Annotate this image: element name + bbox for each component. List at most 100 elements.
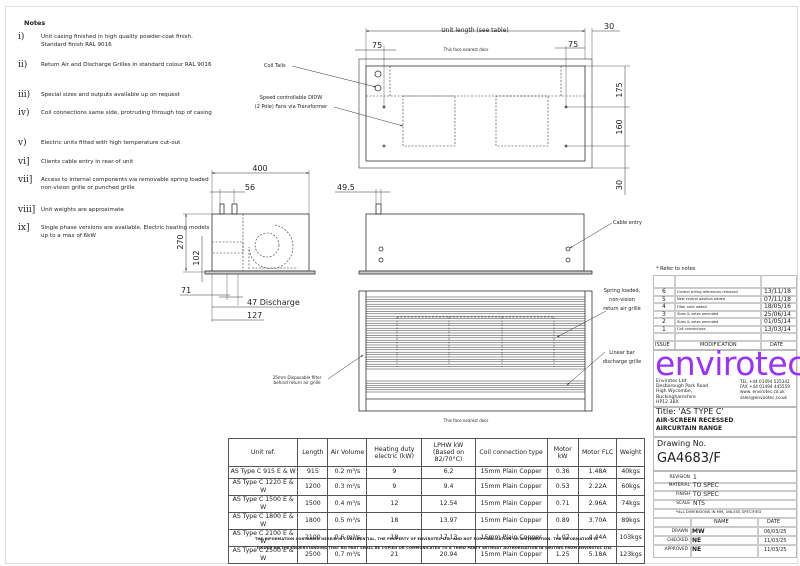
signoff-date: 11/03/25 xyxy=(764,538,787,544)
contact-line: TEL +44 01494 525342 xyxy=(740,379,790,384)
rev-header-issue: ISSUE xyxy=(655,342,670,348)
table-cell: 1.25 xyxy=(546,545,579,564)
rev-date: 13/11/18 xyxy=(764,288,791,295)
table-cell: AS Type C 1800 E & W xyxy=(227,511,299,530)
address-line: High Wycombe, xyxy=(656,389,693,395)
rev-header-date: DATE xyxy=(770,342,784,348)
rev-issue: 2 xyxy=(662,318,666,325)
table-cell: 9 xyxy=(366,477,423,496)
rear-elevation-view xyxy=(335,189,613,275)
return-grille-label-1: Spring loaded, xyxy=(604,288,641,294)
rev-row-line xyxy=(653,317,797,319)
dim-30-bottom: 30 xyxy=(615,180,624,190)
cable-entry-label: Cable entry xyxy=(613,220,642,226)
table-cell: 21 xyxy=(366,545,423,564)
table-cell: 12 xyxy=(366,494,423,513)
filter-label-1: 25mm Disposable filter xyxy=(273,375,322,380)
table-cell: 15mm Plain Copper xyxy=(474,545,548,564)
signoff-date: 11/03/25 xyxy=(764,547,787,553)
revision-label: REVISION xyxy=(669,475,691,480)
rev-date: 07/11/18 xyxy=(764,295,791,303)
rev-row-line xyxy=(653,302,797,304)
note-text: Unit casing finished in high quality pow… xyxy=(41,34,193,48)
note-number: vii] xyxy=(18,175,33,185)
title-block-frame xyxy=(653,275,797,558)
note-number: viii] xyxy=(18,205,36,215)
table-cell: 0.89 xyxy=(546,511,579,530)
finish-value: TO SPEC xyxy=(693,491,719,498)
refer-to-notes: * Refer to notes xyxy=(656,266,696,272)
rev-modification: Filter note added xyxy=(677,304,707,309)
divider xyxy=(653,499,797,501)
dim-75-right: 75 xyxy=(568,40,578,49)
signoff-role: CHECKED xyxy=(667,538,688,543)
address-line: Buckinghamshire xyxy=(656,394,696,400)
table-cell: 9 xyxy=(366,466,423,479)
table-cell: 2.22A xyxy=(577,477,618,496)
return-grille-label-2: non-vision xyxy=(609,297,635,303)
divider xyxy=(653,349,797,351)
side-view xyxy=(180,170,316,322)
note-number: iii) xyxy=(18,90,31,100)
dim-400: 400 xyxy=(252,164,267,173)
divider xyxy=(653,406,797,408)
table-cell: 0.53 xyxy=(546,477,579,496)
note-number: iv) xyxy=(18,108,30,118)
address-line: HP12 3BX xyxy=(656,399,679,405)
divider xyxy=(653,544,797,546)
rev-issue: 5 xyxy=(662,295,666,303)
dim-175: 175 xyxy=(615,82,624,97)
front-face-nearest-door-label: This face nearest door xyxy=(443,418,489,423)
table-cell: 15mm Plain Copper xyxy=(474,494,548,513)
table-cell: 15mm Plain Copper xyxy=(474,511,548,530)
finish-label: FINISH xyxy=(675,492,690,497)
note-number: v) xyxy=(18,138,27,148)
rev-modification: Sizes & notes amended xyxy=(677,312,719,316)
col-line xyxy=(757,517,759,558)
fans-label-line2: (2 Pole) Fans via Transformer xyxy=(255,104,328,110)
filter-label-2: behind return air grille xyxy=(273,380,320,385)
table-cell: 13.97 xyxy=(421,511,476,530)
table-cell: 40kgs xyxy=(616,466,645,479)
divider xyxy=(653,490,797,492)
dim-127: 127 xyxy=(247,311,262,320)
divider xyxy=(653,470,797,472)
table-cell: 9.4 xyxy=(421,477,476,496)
table-cell: 18 xyxy=(366,511,423,530)
note-text: Single phase versions are available. Ele… xyxy=(41,225,210,239)
coil-tails-label: Coil Tails xyxy=(264,63,286,69)
unit-length-label: Unit length (see table) xyxy=(441,27,508,34)
table-cell: 6.2 xyxy=(421,466,476,479)
table-cell: 4.44A xyxy=(577,528,618,547)
discharge-grille-label-1: Linear bar xyxy=(609,350,635,356)
table-cell: 123kgs xyxy=(616,545,645,564)
rev-row-line xyxy=(653,309,797,312)
rev-issue: 1 xyxy=(662,325,666,333)
address-line: Desborough Park Road xyxy=(656,384,709,390)
column-header: Motor FLC xyxy=(577,438,618,467)
rev-header-modification: MODIFICATION xyxy=(700,342,737,348)
dim-160: 160 xyxy=(615,119,624,134)
dim-30-top: 30 xyxy=(604,22,614,31)
rev-date: 01/05/14 xyxy=(764,318,791,325)
sheet-border xyxy=(5,6,798,564)
address-line: Envirotec Ltd xyxy=(656,379,687,384)
note-number: vi] xyxy=(18,157,30,167)
table-cell: 15mm Plain Copper xyxy=(474,466,548,479)
divider xyxy=(653,517,797,519)
table-cell: 0.5 m³/s xyxy=(327,511,368,530)
column-header: LPHW kW (Based on 82/70°C) xyxy=(421,438,476,467)
rev-col-line xyxy=(760,275,762,351)
column-header: Coil connection type xyxy=(474,438,548,467)
signoff-date: 06/03/25 xyxy=(764,529,787,535)
rev-row-line xyxy=(653,324,797,327)
rev-modification: New control position added xyxy=(677,297,725,301)
signoff-name: NE xyxy=(692,546,702,553)
column-header: Air Volume xyxy=(327,438,368,467)
dim-71: 71 xyxy=(181,286,191,295)
table-cell: 89kgs xyxy=(616,511,645,530)
